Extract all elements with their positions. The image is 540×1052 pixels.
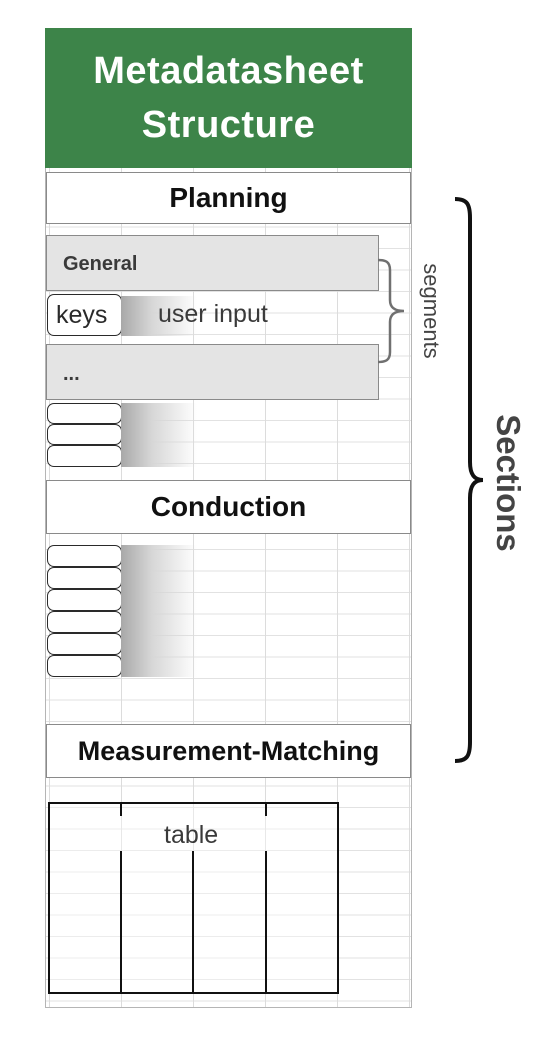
sections-brace-icon bbox=[454, 197, 484, 763]
keys-box: keys bbox=[47, 294, 122, 336]
ellipsis-segment-label: ... bbox=[63, 363, 80, 385]
table-divider bbox=[120, 851, 122, 994]
user-input-fade bbox=[121, 296, 197, 336]
conduction-section-header: Conduction bbox=[46, 480, 411, 534]
key-row-box bbox=[47, 403, 122, 424]
key-row-box bbox=[47, 424, 122, 445]
key-row-box bbox=[47, 611, 122, 633]
measurement-matching-section-label: Measurement-Matching bbox=[77, 735, 380, 766]
table-divider bbox=[265, 802, 267, 816]
keys-label: keys bbox=[56, 301, 108, 329]
value-fade bbox=[121, 545, 197, 677]
diagram-title: Metadatasheet Structure bbox=[45, 28, 412, 168]
planning-section-label: Planning bbox=[169, 182, 288, 213]
key-row-box bbox=[47, 445, 122, 467]
key-row-box bbox=[47, 633, 122, 655]
key-row-box bbox=[47, 567, 122, 589]
conduction-section-label: Conduction bbox=[150, 491, 307, 522]
table-divider bbox=[192, 851, 194, 994]
table-divider bbox=[120, 802, 122, 816]
key-row-box bbox=[47, 589, 122, 611]
table-label: table bbox=[164, 821, 219, 849]
general-segment-bar: General bbox=[46, 235, 379, 291]
measurement-matching-section-header: Measurement-Matching bbox=[46, 724, 411, 778]
ellipsis-segment-bar: ... bbox=[46, 344, 379, 400]
segments-brace-icon bbox=[377, 258, 405, 364]
value-fade bbox=[121, 403, 197, 467]
key-row-box bbox=[47, 655, 122, 677]
table-divider bbox=[265, 851, 267, 994]
segments-label: segments bbox=[419, 263, 444, 359]
key-row-box bbox=[47, 545, 122, 567]
user-input-label: user input bbox=[158, 300, 268, 328]
general-segment-label: General bbox=[63, 253, 138, 275]
sections-label: Sections bbox=[490, 414, 527, 552]
planning-section-header: Planning bbox=[46, 172, 411, 224]
